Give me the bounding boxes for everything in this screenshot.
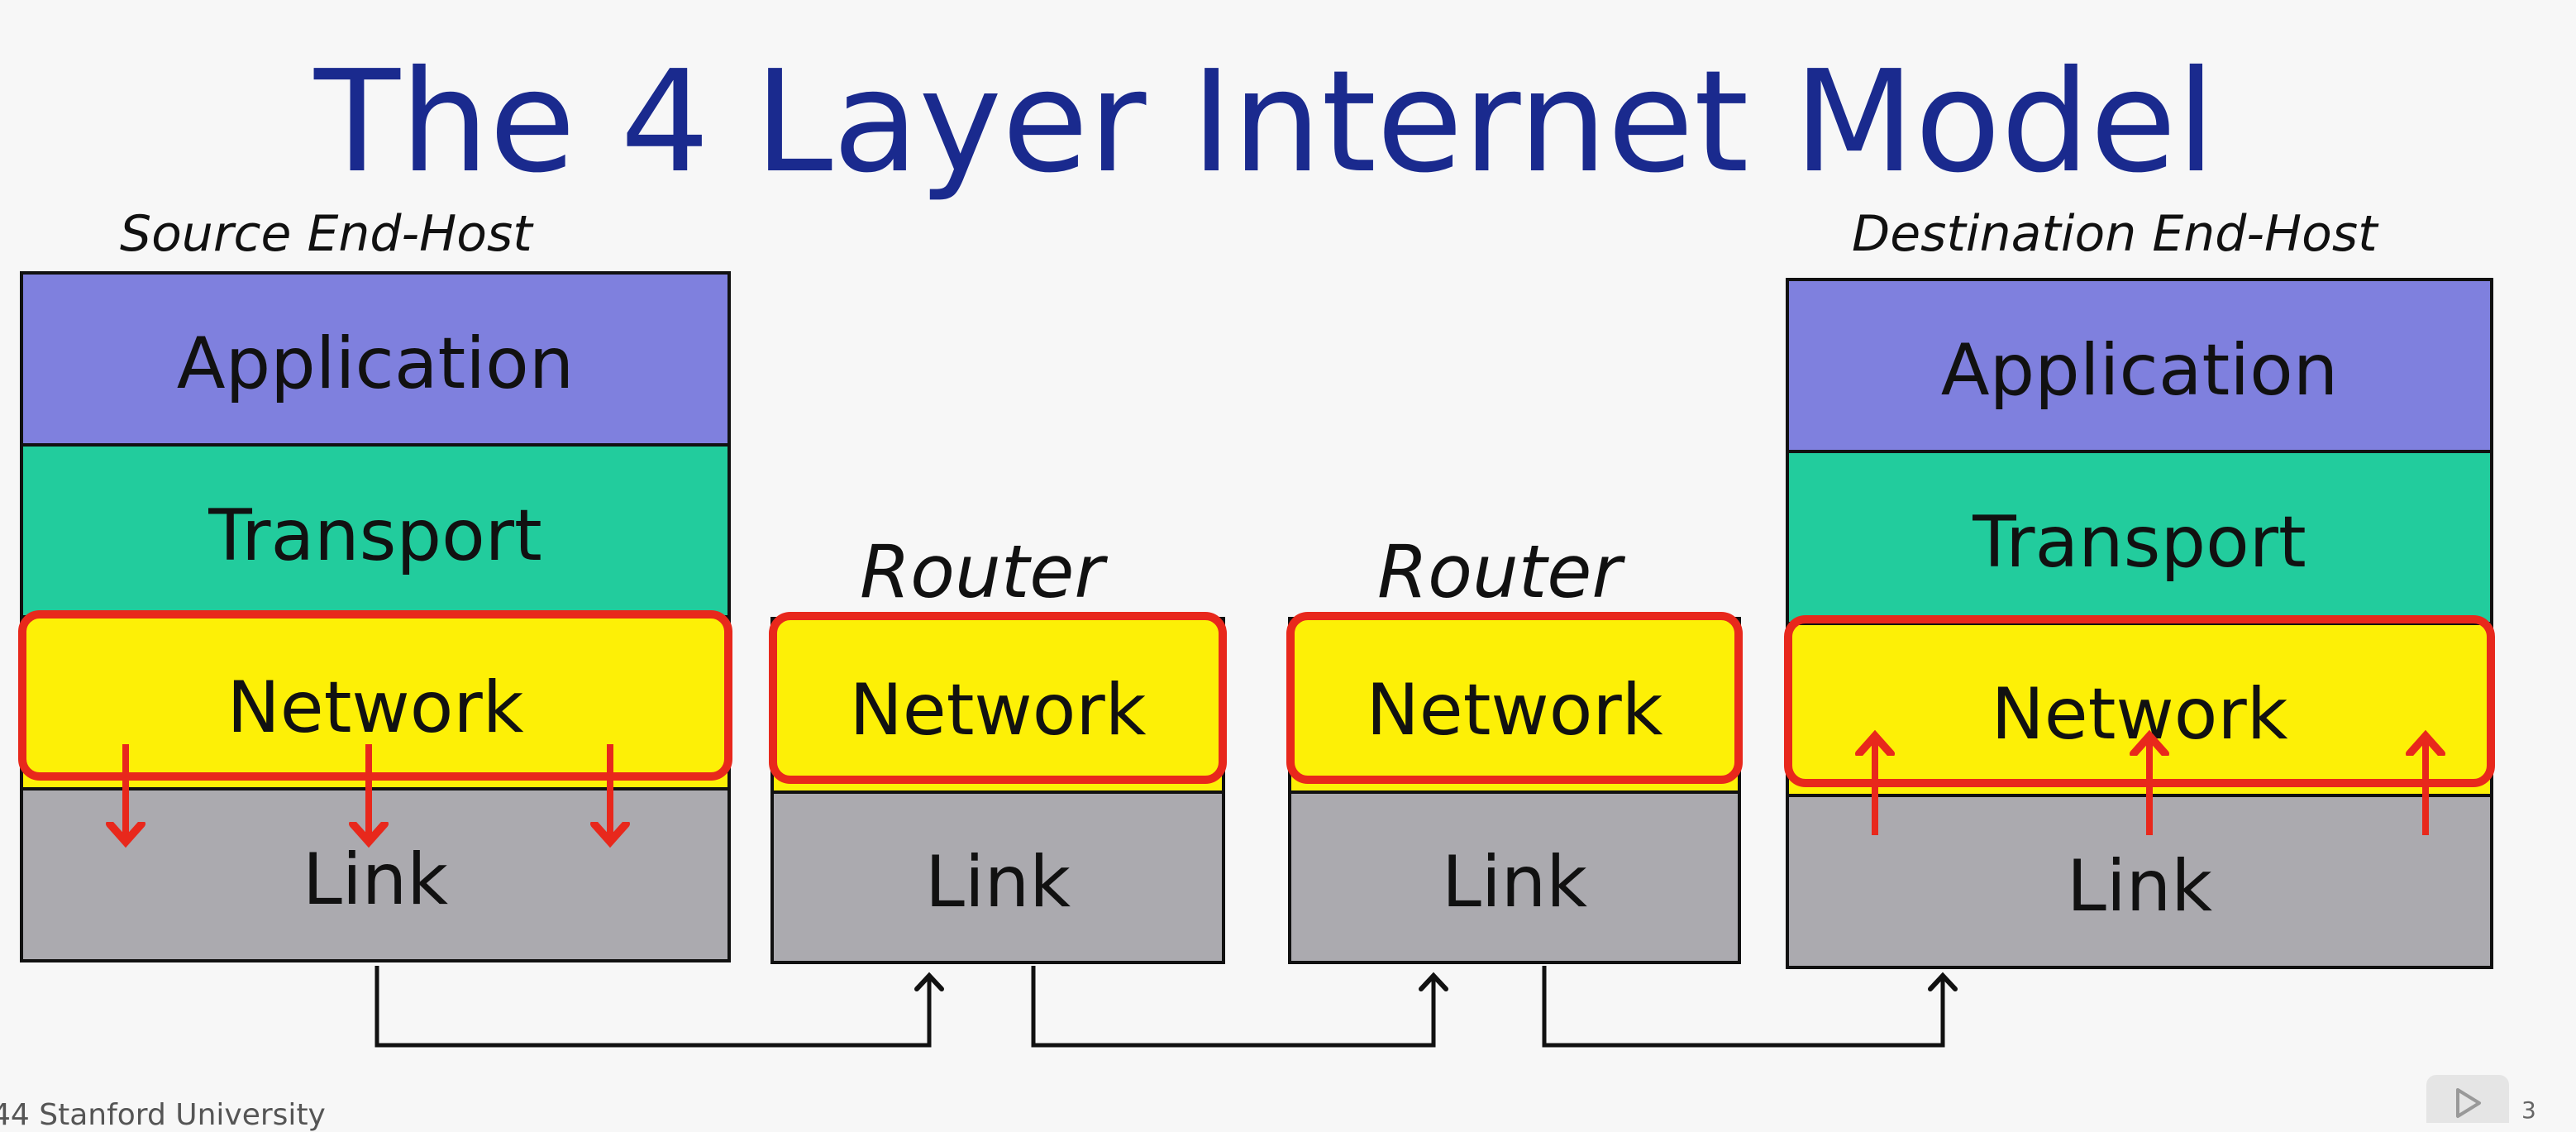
source-transport-layer: Transport [20,443,731,619]
destination-link-layer: Link [1786,794,2493,969]
destination-transport-label: Transport [1973,501,2306,584]
destination-network-highlight [1784,615,2495,787]
router-2-link-layer: Link [1288,790,1741,964]
destination-application-layer: Application [1786,278,2493,453]
link-connection-2 [1031,966,1448,1048]
source-network-label: Network [227,666,524,749]
router-1-network-layer: Network [770,617,1225,794]
router-2-network-layer: Network [1288,617,1741,794]
destination-application-label: Application [1940,329,2339,412]
router-1-link-label: Link [924,841,1071,924]
router-1-network-label: Network [849,669,1147,752]
link-connection-1 [374,966,944,1048]
footer-text: 44 Stanford University [0,1098,326,1132]
router-2-label: Router [1377,529,1622,614]
destination-link-label: Link [2066,845,2213,928]
page-number: 3 [2521,1096,2536,1124]
destination-host-label: Destination End-Host [1852,205,2378,263]
router-1-link-layer: Link [770,790,1225,964]
source-transport-label: Transport [208,494,542,577]
link-connection-3 [1542,966,1958,1048]
router-2-network-highlight [1286,612,1743,784]
router-1-label: Router [860,529,1104,614]
source-network-highlight [18,610,732,781]
router-2-link-label: Link [1441,841,1588,924]
router-2-network-label: Network [1366,669,1663,752]
play-icon [2456,1088,2481,1118]
source-host-label: Source End-Host [120,205,532,263]
router-1-network-highlight [769,612,1227,784]
slide-title: The 4 Layer Internet Model [314,41,2216,204]
source-application-label: Application [176,322,575,405]
source-link-label: Link [302,838,449,921]
play-button[interactable] [2426,1075,2509,1123]
source-application-layer: Application [20,271,731,447]
